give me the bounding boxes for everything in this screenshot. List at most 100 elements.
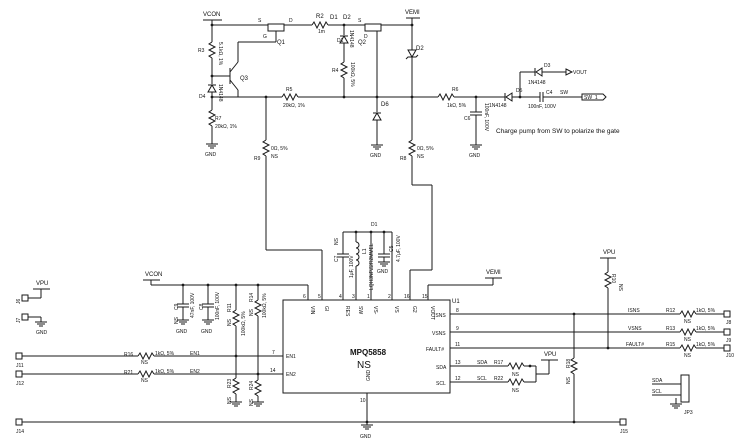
q3-driver: R3 5.1kΩ, 1% Q3 D4 1N4148 R7 20kΩ, 1% GN…: [198, 25, 438, 159]
r11-value: 100kΩ, 5%: [241, 311, 247, 336]
r6-ref: R6: [452, 87, 459, 93]
pin-name-res: RES: [344, 306, 350, 317]
r9-value: 0Ω, 5%: [271, 146, 288, 152]
en1-net-label: EN1: [190, 351, 200, 357]
r16-value: 1kΩ, 5%: [155, 351, 175, 357]
r13-ref: R13: [666, 326, 675, 332]
top-power-path: VCON S D G Q1 R2 1m D1 D2 D1 1N4148: [203, 10, 424, 97]
r23-ref: R23: [227, 379, 233, 388]
r13-value: 1kΩ, 5%: [696, 326, 716, 332]
r2-value: 1m: [318, 29, 325, 35]
q2-s-pin: S: [358, 18, 362, 24]
pin-num-13: 13: [455, 360, 461, 366]
pin-num-9: 9: [456, 326, 459, 332]
q1-g-pin: G: [263, 34, 267, 40]
j9-label: J9: [726, 338, 732, 344]
r12-ns: NS: [684, 319, 692, 325]
r15-ref: R15: [666, 342, 675, 348]
r22-ref: R22: [494, 376, 503, 382]
gnd-ic: GND: [360, 434, 372, 440]
r15-ns: NS: [684, 353, 692, 359]
gnd-r7: GND: [205, 152, 217, 158]
c4-value: 100nF, 100V: [528, 104, 557, 110]
j8-label: J8: [726, 320, 732, 326]
r3-ref: R3: [198, 48, 205, 54]
r5-value: 20kΩ, 1%: [283, 103, 305, 109]
pin-name-sda: SDA: [436, 365, 447, 371]
pin-num-2: 2: [388, 294, 391, 300]
c4-ref: C4: [546, 90, 553, 96]
r12-ref: R12: [666, 308, 675, 314]
gnd-c8: GND: [201, 329, 213, 335]
r21-ns: NS: [141, 378, 149, 384]
inductor-section: D1 NS C7 1μF, 100V L1 LQH3NPZ2R2MMEL C5 …: [334, 222, 402, 290]
q1-ref: Q1: [277, 40, 286, 46]
c7-value: 1μF, 100V: [349, 255, 355, 278]
vemi-top-label: VEMI: [405, 10, 420, 16]
d4-ref: D4: [199, 94, 206, 100]
r14-value: 100kΩ, 5%: [262, 293, 268, 318]
r24-ref: R24: [249, 381, 255, 390]
r2-ref: R2: [316, 14, 324, 20]
vemi-bottom-label: VEMI: [486, 270, 501, 276]
vpu-mid-label: VPU: [544, 352, 556, 358]
r7-ref: R7: [215, 116, 222, 122]
r11-ns: NS: [227, 318, 233, 326]
charge-pump: R6 1kΩ, 5% C6 100nF, 100V GND D5 1N4148 …: [437, 63, 620, 159]
d3-value: 1N4148: [528, 80, 546, 86]
jp3-label: JP3: [684, 410, 693, 416]
pin-name-fault: FAULT#: [426, 347, 444, 353]
l1-ref: L1: [362, 248, 368, 254]
gnd-c5: GND: [377, 269, 389, 275]
d2-zener-ref: D2: [416, 46, 424, 52]
r18-ref: R18: [566, 359, 572, 368]
pin-num-1: 1: [367, 294, 370, 300]
q1-d-pin: D: [289, 18, 293, 24]
r14-ns: NS: [249, 308, 255, 316]
pin-num-6: 6: [303, 294, 306, 300]
charge-pump-annotation: Charge pump from SW to polarize the gate: [496, 128, 620, 135]
pin-name-vin: VIN: [309, 306, 315, 315]
en2-net-label: EN2: [190, 369, 200, 375]
r9-ns: NS: [271, 154, 279, 160]
ic-u1: U1 MPQ5858 NS 6 5 4 3 1 2 16 15 VIN GI R…: [258, 269, 470, 440]
c9-ref: C9: [174, 303, 180, 310]
r12-value: 1kΩ, 5%: [696, 308, 716, 314]
q1-s-pin: S: [258, 18, 262, 24]
u1-ref: U1: [452, 299, 460, 305]
vcon-bottom-label: VCON: [145, 272, 162, 278]
r14-ref: R14: [249, 293, 255, 302]
r17-ns: NS: [512, 372, 520, 378]
scl-net-label: SCL: [477, 376, 487, 382]
u1-ns: NS: [357, 360, 371, 371]
j7-label: J7: [16, 318, 22, 324]
r16-ns: NS: [141, 360, 149, 366]
r7-value: 20kΩ, 1%: [215, 124, 237, 130]
pin-name-sw: SW: [357, 306, 363, 314]
sw-label: SW: [560, 90, 568, 96]
r8-ref: R8: [400, 156, 407, 162]
jp3-sda-label: SDA: [652, 378, 663, 384]
pin-num-5: 5: [318, 294, 321, 300]
r8-value: 0Ω, 5%: [417, 146, 434, 152]
r18-ns: NS: [566, 376, 572, 384]
pin-name-vout: VOUT: [429, 306, 435, 320]
d1-value: 1N4148: [348, 30, 354, 48]
r15-value: 1kΩ, 5%: [696, 342, 716, 348]
jp3-scl-label: SCL: [652, 389, 662, 395]
q3-ref: Q3: [240, 76, 249, 82]
r13-ns: NS: [684, 337, 692, 343]
gnd-d6: GND: [370, 153, 382, 159]
fault-net-label: FAULT#: [626, 342, 644, 348]
r11-ref: R11: [227, 303, 233, 312]
pin-name-isns: ISNS: [434, 313, 446, 319]
d1-near-l1-ref: D1: [371, 222, 378, 228]
u1-name: MPQ5858: [350, 348, 387, 357]
d2-top-ref: D2: [343, 15, 351, 21]
c6-value: 100nF, 100V: [483, 103, 489, 132]
pin-num-11: 11: [455, 342, 460, 348]
pin-name-en1: EN1: [286, 354, 296, 360]
d5-ref: D5: [516, 88, 523, 94]
sda-net-label: SDA: [477, 360, 488, 366]
j10-label: J10: [726, 353, 734, 359]
